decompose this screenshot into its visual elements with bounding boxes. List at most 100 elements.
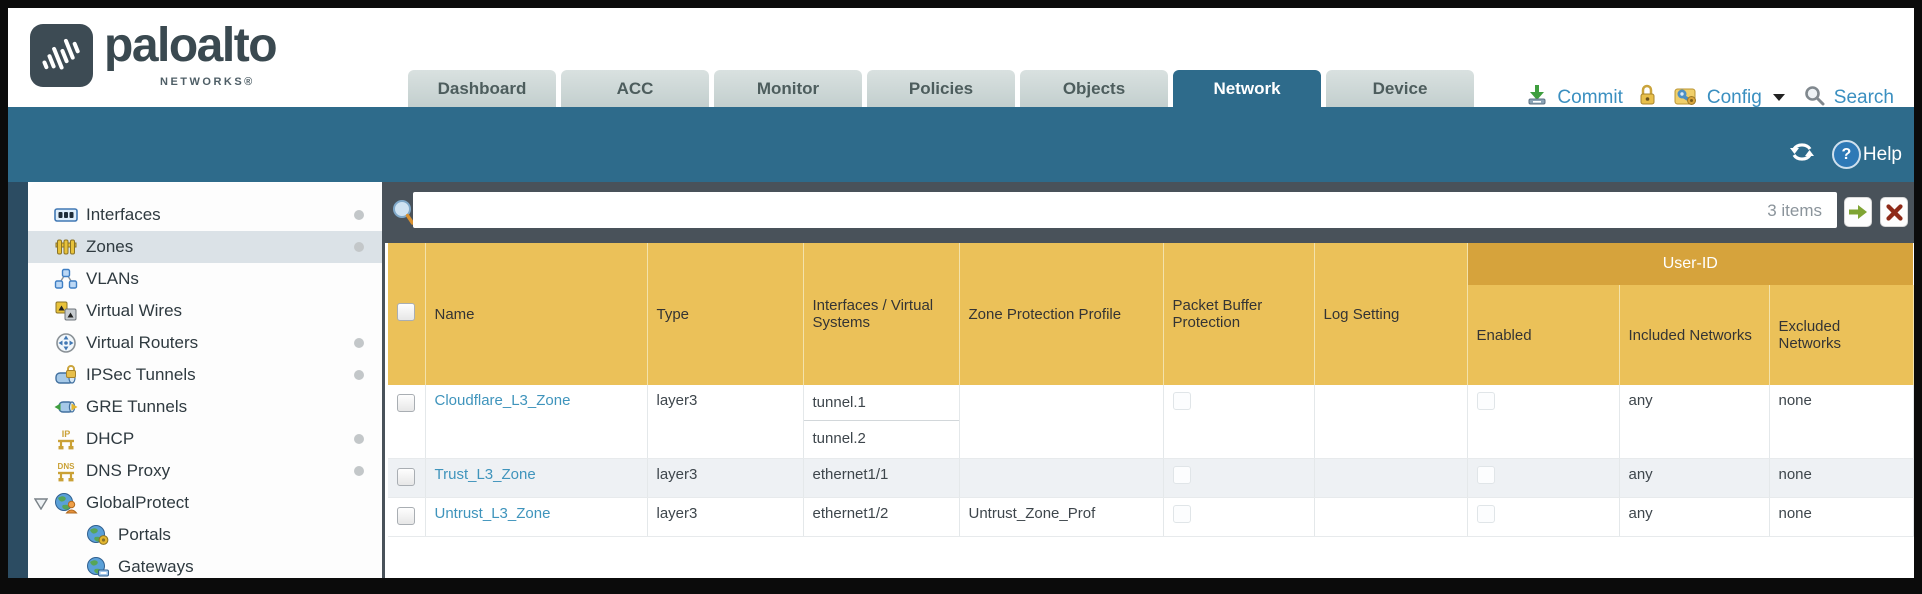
sidebar-item-label: Zones bbox=[86, 237, 134, 256]
log-setting-cell bbox=[1314, 385, 1468, 459]
config-icon bbox=[1673, 84, 1698, 112]
help-button[interactable]: ? Help bbox=[1831, 140, 1902, 169]
user-id-enabled-checkbox[interactable] bbox=[1476, 392, 1495, 410]
col-header-zone-protection-profile[interactable]: Zone Protection Profile bbox=[959, 243, 1164, 385]
status-dot bbox=[354, 434, 364, 444]
col-header-enabled[interactable]: Enabled bbox=[1467, 285, 1620, 385]
sidebar-item-label: DNS Proxy bbox=[86, 461, 171, 480]
tab-acc[interactable]: ACC bbox=[561, 70, 709, 107]
filter-input[interactable] bbox=[413, 192, 1837, 228]
config-menu[interactable]: Config bbox=[1706, 86, 1762, 108]
lock-icon[interactable] bbox=[1638, 84, 1656, 111]
sidebar-item-gateways[interactable]: Gateways bbox=[28, 551, 382, 578]
user-id-enabled-checkbox[interactable] bbox=[1476, 504, 1495, 523]
packet-buffer-protection-cell bbox=[1163, 385, 1315, 459]
clear-filter-button[interactable] bbox=[1880, 197, 1908, 227]
gateways-icon bbox=[86, 556, 110, 578]
items-count: 3 items bbox=[1767, 201, 1822, 220]
user-id-enabled-cell bbox=[1467, 497, 1620, 537]
brand-subname: NETWORKS® bbox=[160, 76, 255, 88]
sidebar-item-virtual-routers[interactable]: Virtual Routers bbox=[28, 327, 382, 359]
user-id-enabled-cell bbox=[1467, 458, 1620, 498]
packet-buffer-checkbox[interactable] bbox=[1172, 465, 1191, 484]
tab-dashboard[interactable]: Dashboard bbox=[408, 70, 556, 107]
user-id-enabled-checkbox[interactable] bbox=[1476, 465, 1495, 484]
row-checkbox[interactable] bbox=[397, 394, 416, 412]
globalprotect-icon bbox=[54, 492, 78, 514]
zone-type-cell: layer3 bbox=[647, 458, 804, 498]
tab-policies[interactable]: Policies bbox=[867, 70, 1015, 107]
table-row: Cloudflare_L3_Zone layer3 tunnel.1 tunne… bbox=[388, 385, 1914, 459]
global-search-button[interactable]: Search bbox=[1833, 86, 1894, 108]
row-checkbox[interactable] bbox=[397, 506, 416, 525]
sidebar-item-label: Portals bbox=[118, 525, 171, 544]
status-dot bbox=[354, 338, 364, 348]
status-dot bbox=[354, 210, 364, 220]
sidebar-item-label: GlobalProtect bbox=[86, 493, 189, 512]
chevron-down-icon[interactable] bbox=[1772, 94, 1785, 101]
sidebar-item-label: IPSec Tunnels bbox=[86, 365, 196, 384]
sidebar-item-dhcp[interactable]: IP DHCP bbox=[28, 423, 382, 455]
included-networks-cell: any bbox=[1619, 458, 1770, 498]
interface-entry: tunnel.2 bbox=[812, 430, 866, 447]
paloalto-logo-icon bbox=[30, 24, 93, 87]
search-icon bbox=[1804, 85, 1825, 111]
col-header-name[interactable]: Name bbox=[425, 243, 648, 385]
col-header-included-networks[interactable]: Included Networks bbox=[1619, 285, 1770, 385]
tab-monitor[interactable]: Monitor bbox=[714, 70, 862, 107]
zone-name-link[interactable]: Untrust_L3_Zone bbox=[434, 504, 551, 522]
interface-entry: tunnel.1 bbox=[803, 385, 959, 421]
sidebar-item-dns-proxy[interactable]: DNS DNS Proxy bbox=[28, 455, 382, 487]
sidebar-item-vlans[interactable]: VLANs bbox=[28, 263, 382, 295]
sidebar-item-portals[interactable]: Portals bbox=[28, 519, 382, 551]
row-select-cell bbox=[388, 458, 426, 498]
row-select-cell bbox=[388, 385, 426, 459]
dhcp-icon-text: IP bbox=[62, 429, 71, 439]
sub-header-band: ? Help bbox=[8, 107, 1914, 182]
included-networks-cell: any bbox=[1619, 385, 1770, 459]
col-header-packet-buffer-protection[interactable]: Packet Buffer Protection bbox=[1163, 243, 1315, 385]
col-header-excluded-networks[interactable]: Excluded Networks bbox=[1769, 285, 1914, 385]
sidebar-item-label: Virtual Routers bbox=[86, 333, 199, 352]
sidebar-item-interfaces[interactable]: Interfaces bbox=[28, 199, 382, 231]
commit-icon bbox=[1526, 84, 1548, 111]
expander-triangle-icon[interactable] bbox=[33, 497, 49, 515]
filter-toolbar: 3 items bbox=[385, 182, 1914, 243]
packet-buffer-checkbox[interactable] bbox=[1172, 392, 1191, 410]
zone-name-link[interactable]: Trust_L3_Zone bbox=[434, 465, 536, 483]
dhcp-icon: IP bbox=[54, 428, 78, 450]
sidebar-item-virtual-wires[interactable]: Virtual Wires bbox=[28, 295, 382, 327]
zone-name-cell: Untrust_L3_Zone bbox=[425, 497, 648, 537]
excluded-networks-cell: none bbox=[1769, 385, 1914, 459]
log-setting-cell bbox=[1314, 458, 1468, 498]
zone-protection-profile-cell bbox=[959, 385, 1164, 459]
status-dot bbox=[354, 370, 364, 380]
row-checkbox[interactable] bbox=[397, 467, 416, 486]
interfaces-icon bbox=[54, 204, 78, 226]
col-header-log-setting[interactable]: Log Setting bbox=[1314, 243, 1468, 385]
sidebar-item-label: Interfaces bbox=[86, 205, 161, 224]
tab-device[interactable]: Device bbox=[1326, 70, 1474, 107]
sidebar-item-ipsec-tunnels[interactable]: IPSec Tunnels bbox=[28, 359, 382, 391]
sidebar-item-gre-tunnels[interactable]: GRE Tunnels bbox=[28, 391, 382, 423]
excluded-networks-cell: none bbox=[1769, 458, 1914, 498]
refresh-icon[interactable] bbox=[1788, 140, 1816, 169]
status-dot bbox=[354, 466, 364, 476]
tab-objects[interactable]: Objects bbox=[1020, 70, 1168, 107]
sidebar-item-globalprotect[interactable]: GlobalProtect bbox=[28, 487, 382, 519]
select-all-checkbox[interactable] bbox=[397, 303, 416, 321]
network-sidebar: Interfaces Zones bbox=[28, 183, 382, 578]
col-header-interfaces[interactable]: Interfaces / Virtual Systems bbox=[803, 243, 960, 385]
apply-filter-button[interactable] bbox=[1844, 197, 1872, 227]
packet-buffer-protection-cell bbox=[1163, 458, 1315, 498]
packet-buffer-checkbox[interactable] bbox=[1172, 504, 1191, 523]
zone-name-link[interactable]: Cloudflare_L3_Zone bbox=[434, 392, 571, 409]
dns-proxy-icon: DNS bbox=[54, 460, 78, 482]
col-header-type[interactable]: Type bbox=[647, 243, 804, 385]
commit-button[interactable]: Commit bbox=[1557, 86, 1623, 108]
user-id-enabled-cell bbox=[1467, 385, 1620, 459]
tab-network[interactable]: Network bbox=[1173, 70, 1321, 107]
zone-protection-profile-cell: Untrust_Zone_Prof bbox=[959, 497, 1164, 537]
left-gutter bbox=[8, 182, 28, 578]
sidebar-item-zones[interactable]: Zones bbox=[28, 231, 382, 263]
